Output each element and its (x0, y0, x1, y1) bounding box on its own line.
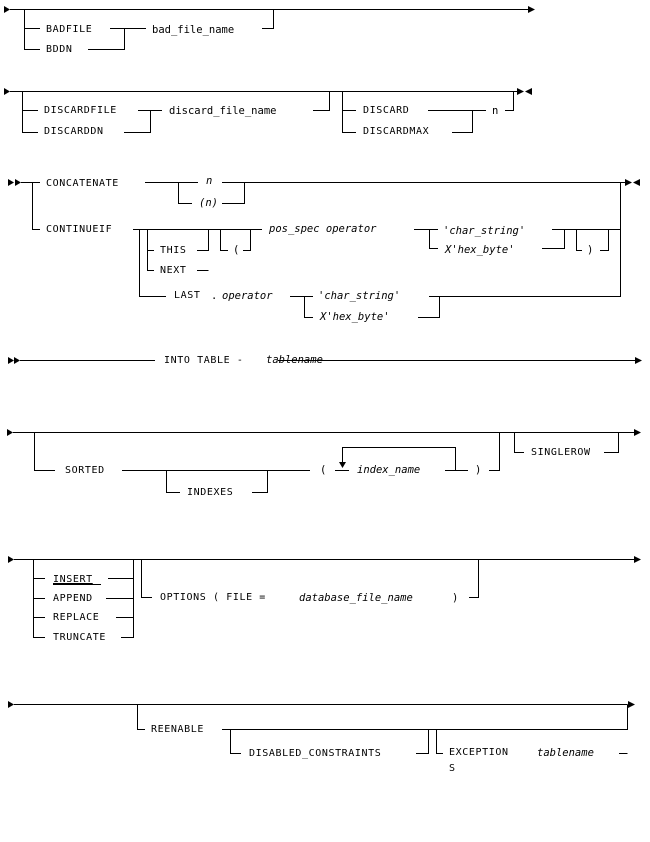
disabled-branch (230, 729, 429, 754)
discardfile-diagram: DISCARDFILE DISCARDDN discard_file_name … (4, 88, 532, 137)
options-close-paren: ) (452, 592, 458, 604)
into-tablename-param: tablename (266, 354, 323, 366)
discard-keyword: DISCARD (363, 105, 409, 116)
concat-n-value: n (206, 175, 212, 187)
bddn-keyword: BDDN (46, 44, 72, 55)
index-loop (335, 447, 468, 471)
start-arrow-icon (8, 701, 14, 708)
reenable-branch (137, 704, 145, 730)
index-close-paren: ) (475, 464, 481, 476)
end-arrow-icon (625, 179, 640, 186)
continueif-line (133, 229, 262, 297)
char-string-value: 'char_string' (443, 225, 525, 237)
continuation-diagram: CONCATENATE n (n) CONTINUEIF THIS NEXT (… (8, 175, 640, 323)
load-method-diagram: INSERT APPEND REPLACE TRUNCATE OPTIONS (… (8, 556, 641, 643)
options-keyword: OPTIONS ( FILE = (160, 592, 266, 603)
continue-arrow-icon (528, 6, 535, 13)
into-table-keyword: INTO TABLE - (164, 355, 243, 366)
reenable-keyword: REENABLE (151, 724, 204, 735)
bad-file-name-param: bad_file_name (152, 24, 234, 36)
badfile-diagram: BADFILE BDDN bad_file_name (4, 6, 535, 55)
exceptions-branch (436, 729, 628, 754)
discardmax-keyword: DISCARDMAX (363, 126, 429, 137)
reenable-line (222, 704, 628, 730)
option-branch (24, 9, 40, 50)
replace-keyword: REPLACE (53, 612, 99, 623)
hex-byte-value: X'hex_byte' (444, 244, 515, 256)
last-join (418, 182, 621, 318)
concatenate-keyword: CONCATENATE (46, 178, 119, 189)
continue-arrow-icon (635, 357, 642, 364)
open-paren: ( (233, 244, 239, 256)
disabled-constraints-keyword: DISABLED_CONSTRAINTS (249, 748, 381, 759)
start-double-arrow-icon (8, 357, 20, 364)
entry-branch (21, 182, 40, 230)
exceptions-keyword-line1: EXCEPTION (449, 747, 509, 758)
start-double-arrow-icon (8, 179, 21, 186)
next-keyword: NEXT (160, 265, 186, 276)
discard-n-param: n (492, 105, 498, 117)
singlerow-keyword: SINGLEROW (531, 447, 591, 458)
discard-file-name-param: discard_file_name (169, 105, 276, 117)
sorted-return (489, 432, 500, 471)
exceptions-tablename-param: tablename (537, 747, 594, 759)
option-branch (22, 91, 38, 133)
start-arrow-icon (4, 88, 10, 95)
continue-arrow-icon (628, 701, 635, 708)
last-keyword: LAST (174, 290, 200, 301)
this-keyword: THIS (160, 245, 186, 256)
concat-paren-n-value: (n) (199, 197, 218, 209)
indexes-keyword: INDEXES (187, 487, 233, 498)
truncate-keyword: TRUNCATE (53, 632, 106, 643)
last-operator: operator (222, 290, 273, 302)
index-name-param: index_name (357, 464, 420, 476)
last-dot: . (211, 290, 217, 302)
discardfile-keyword: DISCARDFILE (44, 105, 117, 116)
start-arrow-icon (7, 429, 13, 436)
insert-keyword-default: INSERT (53, 574, 93, 585)
index-open-paren: ( (320, 464, 326, 476)
continue-arrow-icon (634, 556, 641, 563)
close-paren-branch (576, 229, 609, 251)
option-join (124, 110, 162, 133)
method-join (106, 559, 134, 638)
continue-arrow-icon (634, 429, 641, 436)
sorted-keyword: SORTED (65, 465, 105, 476)
param-return (313, 91, 330, 111)
repeat-arrow-icon (339, 462, 346, 468)
singlerow-branch (514, 432, 619, 453)
start-arrow-icon (4, 6, 10, 13)
options-branch (141, 559, 479, 598)
char-branch (414, 229, 438, 249)
option-join (88, 28, 146, 50)
last-char-string-value: 'char_string' (318, 290, 400, 302)
discarddn-keyword: DISCARDDN (44, 126, 104, 137)
discard-branch (342, 91, 356, 133)
param-return (262, 9, 274, 29)
last-char-branch (290, 296, 313, 318)
close-paren: ) (587, 244, 593, 256)
reenable-diagram: REENABLE DISABLED_CONSTRAINTS EXCEPTION … (8, 701, 635, 774)
continueif-keyword: CONTINUEIF (46, 224, 112, 235)
end-arrow-icon (517, 88, 532, 95)
start-arrow-icon (8, 556, 14, 563)
concat-line (145, 182, 620, 204)
sorted-branch (34, 432, 55, 471)
sorted-diagram: SORTED INDEXES ( index_name ) SINGLEROW (7, 429, 641, 498)
discard-join (428, 110, 486, 133)
pos-spec-operator: pos_spec operator (268, 223, 377, 235)
append-keyword: APPEND (53, 593, 93, 604)
database-file-name-param: database_file_name (299, 592, 413, 604)
sorted-line (122, 470, 310, 493)
open-paren-branch (220, 229, 251, 251)
exceptions-keyword-line2: S (449, 763, 456, 774)
badfile-keyword: BADFILE (46, 24, 92, 35)
into-table-diagram: INTO TABLE - tablename (8, 354, 642, 366)
method-branch (33, 559, 45, 638)
last-hex-byte-value: X'hex_byte' (319, 311, 390, 323)
discard-return (505, 91, 514, 111)
